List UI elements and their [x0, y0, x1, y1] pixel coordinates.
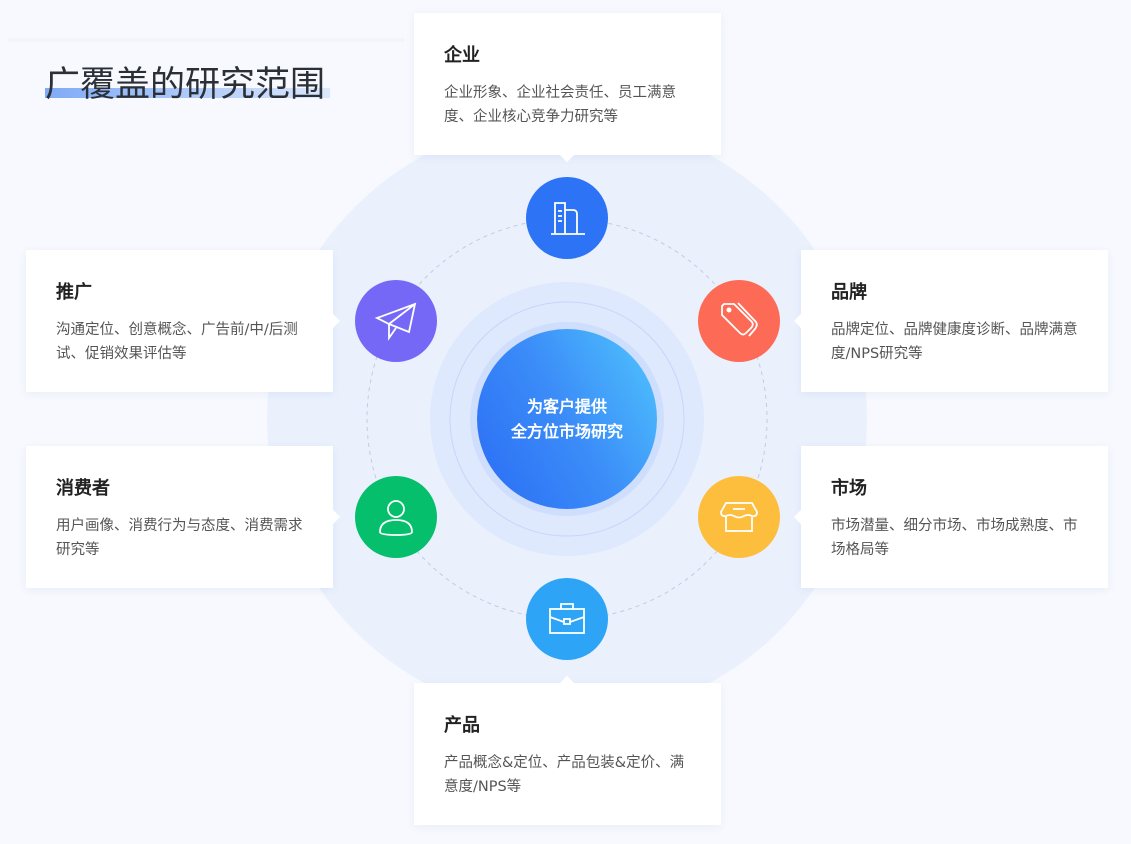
- card-title: 品牌: [831, 282, 867, 303]
- card-market: 市场 市场潜量、细分市场、市场成熟度、市场格局等: [801, 446, 1108, 588]
- card-description: 沟通定位、创意概念、广告前/中/后测试、促销效果评估等: [56, 322, 298, 362]
- card-title: 市场: [831, 478, 867, 499]
- title-underline: [45, 88, 330, 98]
- card-title: 推广: [56, 282, 92, 303]
- card-promotion: 推广 沟通定位、创意概念、广告前/中/后测试、促销效果评估等: [26, 250, 333, 392]
- card-enterprise: 企业 企业形象、企业社会责任、员工满意度、企业核心竞争力研究等: [414, 13, 721, 155]
- tag-icon: [698, 280, 780, 362]
- user-icon: [355, 476, 437, 558]
- center-text-line1: 为客户提供: [526, 397, 607, 416]
- card-title: 消费者: [56, 478, 110, 499]
- card-title: 产品: [444, 715, 480, 736]
- card-brand: 品牌 品牌定位、品牌健康度诊断、品牌满意度/NPS研究等: [801, 250, 1108, 392]
- building-icon: [526, 177, 608, 259]
- card-description: 品牌定位、品牌健康度诊断、品牌满意度/NPS研究等: [831, 322, 1078, 362]
- card-consumer: 消费者 用户画像、消费行为与态度、消费需求研究等: [26, 446, 333, 588]
- center-circle: 为客户提供 全方位市场研究: [477, 329, 657, 509]
- page-title: 广覆盖的研究范围: [45, 56, 325, 107]
- card-description: 产品概念&定位、产品包装&定价、满意度/NPS等: [444, 755, 685, 795]
- card-description: 企业形象、企业社会责任、员工满意度、企业核心竞争力研究等: [444, 85, 676, 125]
- paper-plane-icon: [355, 280, 437, 362]
- card-description: 用户画像、消费行为与态度、消费需求研究等: [56, 518, 303, 558]
- store-icon: [698, 476, 780, 558]
- card-product: 产品 产品概念&定位、产品包装&定价、满意度/NPS等: [414, 683, 721, 825]
- inner-ring: [449, 301, 685, 537]
- divider: [8, 38, 404, 42]
- page-title-text: 广覆盖的研究范围: [45, 65, 326, 105]
- card-title: 企业: [444, 45, 480, 66]
- card-description: 市场潜量、细分市场、市场成熟度、市场格局等: [831, 518, 1078, 558]
- center-text-line2: 全方位市场研究: [510, 422, 623, 441]
- briefcase-icon: [526, 578, 608, 660]
